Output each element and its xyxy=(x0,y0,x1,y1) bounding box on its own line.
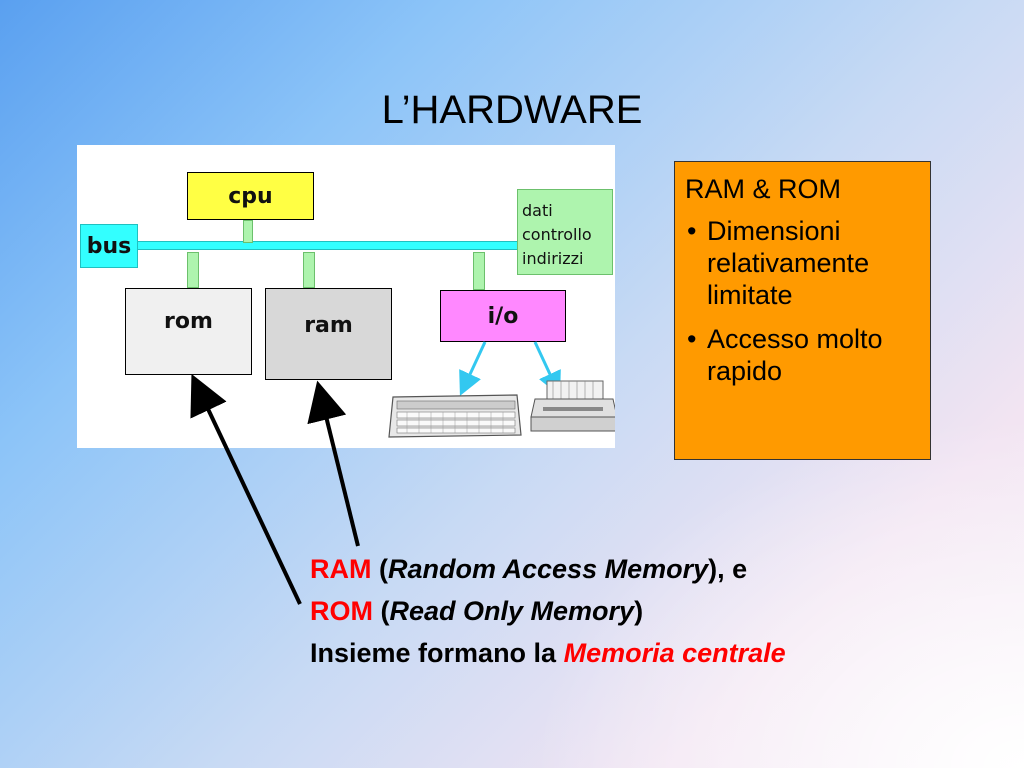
caption-line-ram: RAM (Random Access Memory), e xyxy=(310,548,786,590)
slide-title: L’HARDWARE xyxy=(381,88,643,132)
rom-expansion: Read Only Memory xyxy=(389,596,635,626)
ram-expansion: Random Access Memory xyxy=(388,554,709,584)
printer-icon xyxy=(530,380,615,432)
cpu-connector xyxy=(243,220,253,243)
memory-caption: RAM (Random Access Memory), e ROM (Read … xyxy=(310,548,786,674)
io-label: i/o xyxy=(487,303,519,329)
io-box: i/o xyxy=(440,290,566,342)
ram-open: ( xyxy=(371,554,388,584)
bus-line xyxy=(135,241,605,250)
rom-label: rom xyxy=(164,309,213,334)
rom-open: ( xyxy=(373,596,390,626)
bus-line-controllo: controllo xyxy=(522,225,592,244)
caption-line-rom: ROM (Read Only Memory) xyxy=(310,590,786,632)
arrow-to-ram xyxy=(307,380,360,547)
callout-heading: RAM & ROM xyxy=(685,174,842,204)
io-connector xyxy=(473,252,485,290)
cpu-box: cpu xyxy=(187,172,314,220)
caption-line-memory: Insieme formano la Memoria centrale xyxy=(310,632,786,674)
ram-connector xyxy=(303,252,315,288)
rom-acronym: ROM xyxy=(310,596,373,626)
ram-rom-callout: RAM & ROM Dimensioni relativamente limit… xyxy=(674,161,931,460)
cpu-label: cpu xyxy=(228,183,273,209)
memory-emphasis: Memoria centrale xyxy=(563,638,786,668)
bus-label-box: bus xyxy=(80,224,138,268)
callout-bullets: Dimensioni relativamente limitate Access… xyxy=(685,215,920,387)
callout-bullet-speed: Accesso molto rapido xyxy=(685,323,920,387)
callout-bullet-size: Dimensioni relativamente limitate xyxy=(685,215,920,311)
io-peripherals xyxy=(388,341,615,438)
memory-prefix: Insieme formano la xyxy=(310,638,564,668)
ram-box: ram xyxy=(265,288,392,380)
io-arrow-keyboard xyxy=(459,341,487,396)
ram-label: ram xyxy=(304,313,353,338)
rom-close: ) xyxy=(634,596,644,626)
bus-line-dati: dati xyxy=(522,201,553,220)
io-arrow-printer xyxy=(533,341,561,396)
bus-lines-box: dati controllo indirizzi xyxy=(517,189,613,275)
ram-close: ), e xyxy=(708,554,748,584)
arrow-to-rom xyxy=(190,373,302,605)
keyboard-icon xyxy=(388,394,522,438)
hardware-diagram: bus cpu dati controllo indirizzi rom ram… xyxy=(77,145,615,448)
rom-box: rom xyxy=(125,288,252,375)
ram-acronym: RAM xyxy=(310,554,372,584)
rom-connector xyxy=(187,252,199,288)
bus-line-indirizzi: indirizzi xyxy=(522,249,584,268)
bus-label: bus xyxy=(86,233,132,259)
